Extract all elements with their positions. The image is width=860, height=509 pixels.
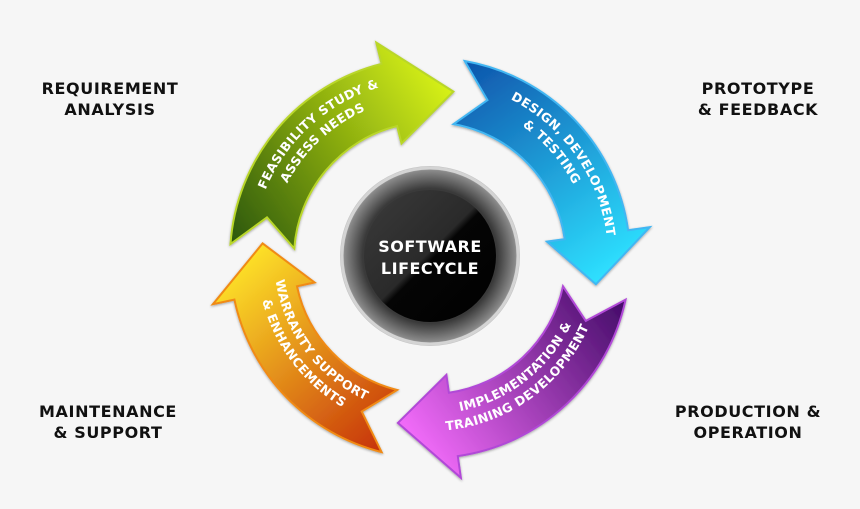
- corner-label-production-operation: PRODUCTION & OPERATION: [638, 401, 858, 443]
- lifecycle-arrows: FEASIBILITY STUDY & ASSESS NEEDS DESIGN,…: [210, 40, 653, 481]
- center-hub-core: [364, 190, 496, 322]
- label-line: REQUIREMENT: [41, 79, 179, 98]
- label-line: MAINTENANCE: [39, 402, 177, 421]
- corner-label-requirement-analysis: REQUIREMENT ANALYSIS: [0, 78, 220, 120]
- corner-label-prototype-feedback: PROTOTYPE & FEEDBACK: [648, 78, 860, 120]
- label-line: OPERATION: [693, 423, 803, 442]
- stage-arrow-warranty: WARRANTY SUPPORT & ENHANCEMENTS: [210, 242, 400, 454]
- label-line: ANALYSIS: [64, 100, 156, 119]
- label-line: & FEEDBACK: [697, 100, 819, 119]
- center-title-line2: LIFECYCLE: [381, 259, 479, 278]
- label-line: PROTOTYPE: [701, 79, 815, 98]
- center-title-line1: SOFTWARE: [378, 237, 482, 256]
- label-line: PRODUCTION &: [674, 402, 822, 421]
- label-line: & SUPPORT: [53, 423, 163, 442]
- center-hub: SOFTWARE LIFECYCLE: [340, 166, 520, 346]
- corner-label-maintenance-support: MAINTENANCE & SUPPORT: [0, 401, 218, 443]
